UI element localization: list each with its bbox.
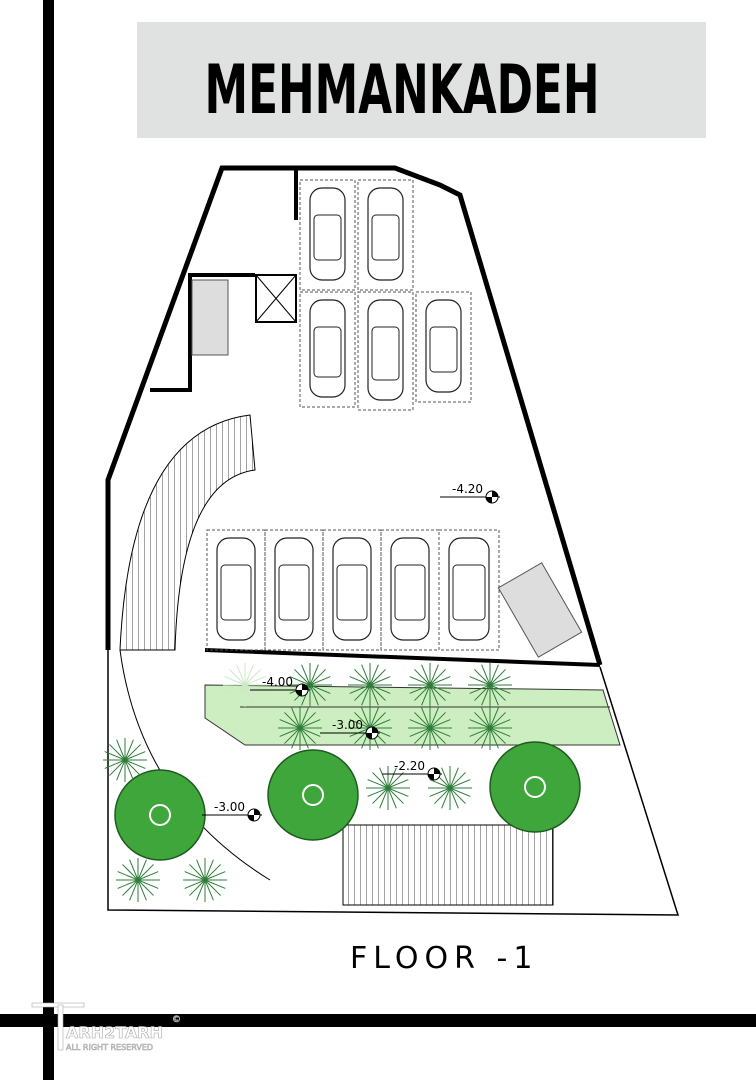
south-wall bbox=[204, 648, 601, 667]
large-tree-icon bbox=[114, 769, 206, 861]
page-title: MEHMANKADEH bbox=[205, 51, 600, 130]
shrub-icon bbox=[428, 766, 472, 810]
parking-space bbox=[357, 291, 414, 411]
car-icon bbox=[216, 537, 256, 641]
level-label: -2.20 bbox=[394, 759, 425, 773]
shrub-icon bbox=[468, 706, 512, 750]
site-boundary bbox=[107, 650, 680, 916]
parking-space bbox=[206, 529, 266, 651]
lawn-band bbox=[204, 684, 621, 746]
parking-space bbox=[415, 291, 472, 403]
level-marker: -3.00 bbox=[320, 718, 380, 740]
parking-space bbox=[380, 529, 440, 651]
car-icon bbox=[367, 187, 404, 281]
shrub-icon bbox=[278, 706, 322, 750]
car-icon bbox=[309, 187, 346, 281]
parking-space bbox=[322, 529, 382, 651]
car-icon bbox=[448, 537, 490, 641]
stair-core bbox=[191, 279, 229, 356]
bottom-ramp bbox=[342, 824, 554, 906]
level-marker: -4.00 bbox=[250, 675, 310, 697]
car-icon bbox=[390, 537, 430, 641]
parking-space bbox=[264, 529, 324, 651]
logo-copyright: © bbox=[172, 1015, 181, 1025]
level-label: -4.20 bbox=[452, 482, 483, 496]
level-label: -3.00 bbox=[332, 718, 363, 732]
title-box bbox=[137, 22, 706, 138]
logo-name: ARH2TARH bbox=[66, 1023, 163, 1042]
level-marker: -4.20 bbox=[440, 482, 500, 504]
car-icon bbox=[332, 537, 372, 641]
parking-space bbox=[357, 179, 414, 291]
logo-tagline: ALL RIGHT RESERVED bbox=[66, 1043, 153, 1052]
shrub-icon bbox=[288, 663, 332, 707]
large-tree-icon bbox=[267, 749, 359, 841]
level-marker: -2.20 bbox=[382, 759, 442, 781]
shrub-icon bbox=[366, 766, 410, 810]
side-stair bbox=[497, 562, 583, 658]
car-icon bbox=[309, 299, 346, 398]
floor-label: FLOOR -1 bbox=[350, 941, 538, 976]
shrub-icon bbox=[103, 738, 147, 782]
elevator bbox=[255, 274, 297, 323]
parking-space bbox=[438, 529, 500, 651]
car-icon bbox=[425, 299, 462, 393]
shrub-icon bbox=[408, 706, 452, 750]
car-icon bbox=[274, 537, 314, 641]
large-tree-icon bbox=[489, 741, 581, 833]
shrub-icon bbox=[223, 663, 267, 707]
level-label: -4.00 bbox=[262, 675, 293, 689]
shrub-icon bbox=[183, 858, 227, 902]
logo: ARH2TARH ALL RIGHT RESERVED © bbox=[31, 1002, 181, 1052]
curved-ramp bbox=[119, 414, 256, 651]
shrub-icon bbox=[408, 663, 452, 707]
building-wall bbox=[105, 165, 603, 666]
parking-space bbox=[299, 291, 356, 408]
frame-left-bar bbox=[43, 0, 54, 1080]
level-label: -3.00 bbox=[214, 800, 245, 814]
parking-space bbox=[299, 179, 356, 291]
shrub-icon bbox=[116, 858, 160, 902]
shrub-icon bbox=[468, 663, 512, 707]
shrub-icon bbox=[348, 663, 392, 707]
car-icon bbox=[367, 299, 404, 401]
level-marker: -3.00 bbox=[202, 800, 262, 822]
frame-bottom-bar bbox=[0, 1014, 756, 1027]
